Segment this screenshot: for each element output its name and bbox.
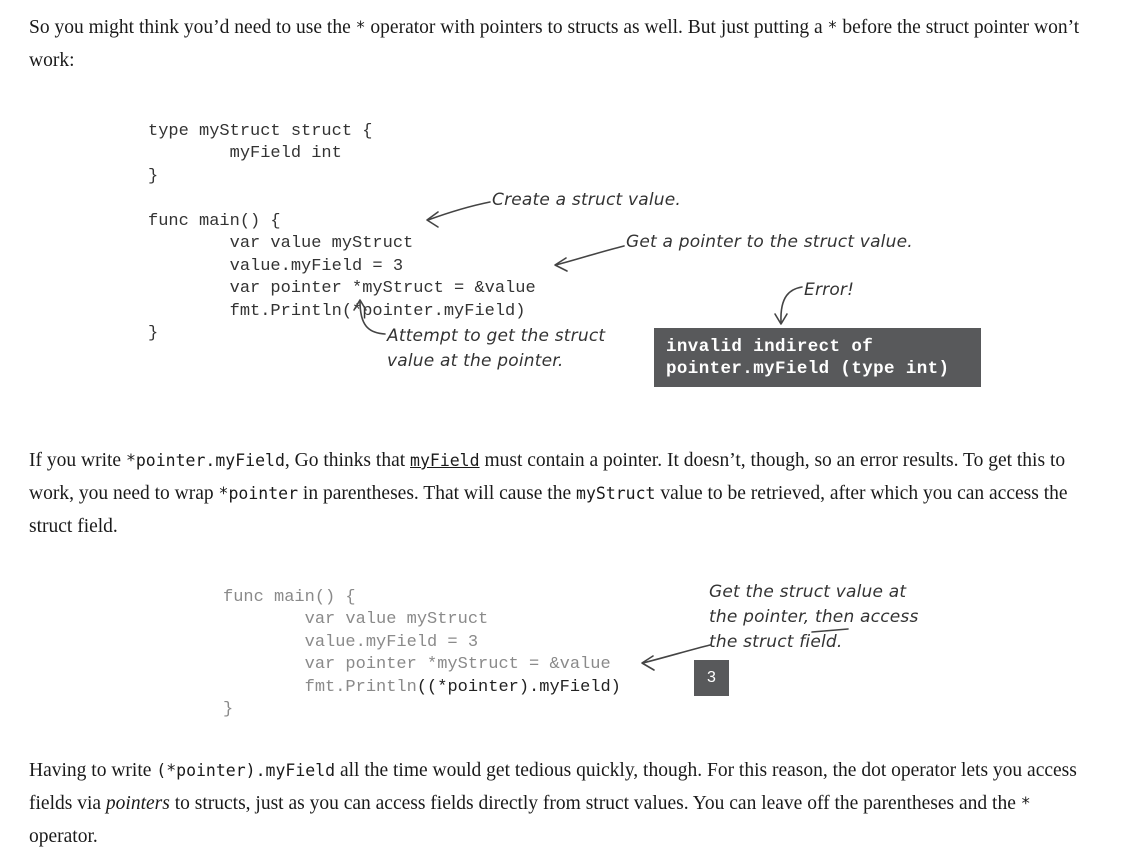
code-line: func main() { bbox=[223, 587, 356, 607]
paragraph-explanation: If you write *pointer.myField, Go thinks… bbox=[29, 444, 1099, 543]
code-text: fmt.Println bbox=[223, 677, 417, 697]
arrowhead bbox=[554, 257, 568, 272]
annotation-get-pointer: Get a pointer to the struct value. bbox=[626, 232, 913, 252]
inline-code: *pointer bbox=[218, 484, 299, 503]
code-line: var pointer *myStruct = &value bbox=[148, 279, 536, 298]
paragraph-intro: So you might think you’d need to use the… bbox=[29, 11, 1099, 77]
arrowhead bbox=[641, 655, 655, 671]
inline-code: * bbox=[355, 18, 366, 37]
text: operator with pointers to structs as wel… bbox=[365, 17, 828, 38]
code-line: fmt.Println(*pointer.myField) bbox=[148, 301, 526, 321]
text: in parentheses. That will cause the bbox=[298, 483, 577, 504]
text: If you write bbox=[29, 450, 126, 471]
text: to structs, just as you can access field… bbox=[169, 793, 1021, 814]
arrow-get-pointer bbox=[555, 245, 625, 266]
text: all the time would get tedious quickly, … bbox=[29, 760, 1077, 814]
annotation-error: Error! bbox=[804, 280, 855, 300]
paragraph-dot-operator: Having to write (*pointer).myField all t… bbox=[29, 754, 1099, 853]
annotation-create-struct: Create a struct value. bbox=[492, 190, 682, 210]
code-line: var value myStruct bbox=[148, 234, 414, 253]
inline-code: * bbox=[827, 18, 838, 37]
text: before the struct pointer won’t work: bbox=[29, 17, 1080, 71]
annotation-line: value at the pointer. bbox=[387, 351, 564, 371]
text: So you might think you’d need to use the bbox=[29, 17, 356, 38]
inline-code-link[interactable]: myField bbox=[410, 451, 480, 470]
inline-code: * bbox=[1020, 794, 1031, 813]
arrow-error bbox=[780, 286, 803, 323]
code-highlight: ((*pointer).myField) bbox=[416, 677, 621, 697]
arrowhead bbox=[774, 313, 788, 325]
text: , Go thinks that bbox=[284, 450, 411, 471]
annotation-line: Attempt to get the struct bbox=[387, 326, 606, 346]
code-line bbox=[148, 188, 536, 211]
code-line: } bbox=[223, 700, 234, 719]
code-line: func main() { bbox=[148, 211, 281, 231]
code-block-fixed: func main() { var value myStruct value.m… bbox=[223, 564, 621, 744]
text: Having to write bbox=[29, 760, 157, 781]
annotation-attempt: Attempt to get the struct value at the p… bbox=[387, 324, 605, 374]
error-line: invalid indirect of bbox=[666, 337, 874, 357]
code-line: myField int bbox=[148, 144, 342, 163]
code-line: } bbox=[148, 324, 159, 343]
code-line: var value myStruct bbox=[223, 610, 489, 629]
error-line: pointer.myField (type int) bbox=[666, 359, 950, 379]
annotation-line: the pointer, then access bbox=[709, 607, 919, 627]
code-line: fmt.Println((*pointer).myField) bbox=[223, 677, 621, 700]
inline-code: *pointer.myField bbox=[125, 451, 285, 470]
program-output-box: 3 bbox=[694, 660, 729, 696]
code-line: type myStruct struct { bbox=[148, 121, 373, 141]
emphasis: pointers bbox=[105, 793, 170, 814]
text: must contain a pointer. It doesn’t, thou… bbox=[29, 450, 1066, 504]
annotation-deref-then-access: Get the struct value at the pointer, the… bbox=[709, 580, 919, 655]
annotation-line: the struct field. bbox=[709, 632, 843, 652]
text: value to be retrieved, after which you c… bbox=[29, 483, 1068, 537]
code-line: var pointer *myStruct = &value bbox=[223, 655, 611, 674]
annotation-line: Get the struct value at bbox=[709, 582, 907, 602]
code-line: value.myField = 3 bbox=[148, 256, 404, 276]
inline-code: (*pointer).myField bbox=[156, 761, 336, 780]
text: operator. bbox=[29, 826, 98, 847]
code-line: value.myField = 3 bbox=[223, 632, 479, 652]
inline-code: myStruct bbox=[576, 484, 656, 503]
code-line: } bbox=[148, 166, 159, 186]
